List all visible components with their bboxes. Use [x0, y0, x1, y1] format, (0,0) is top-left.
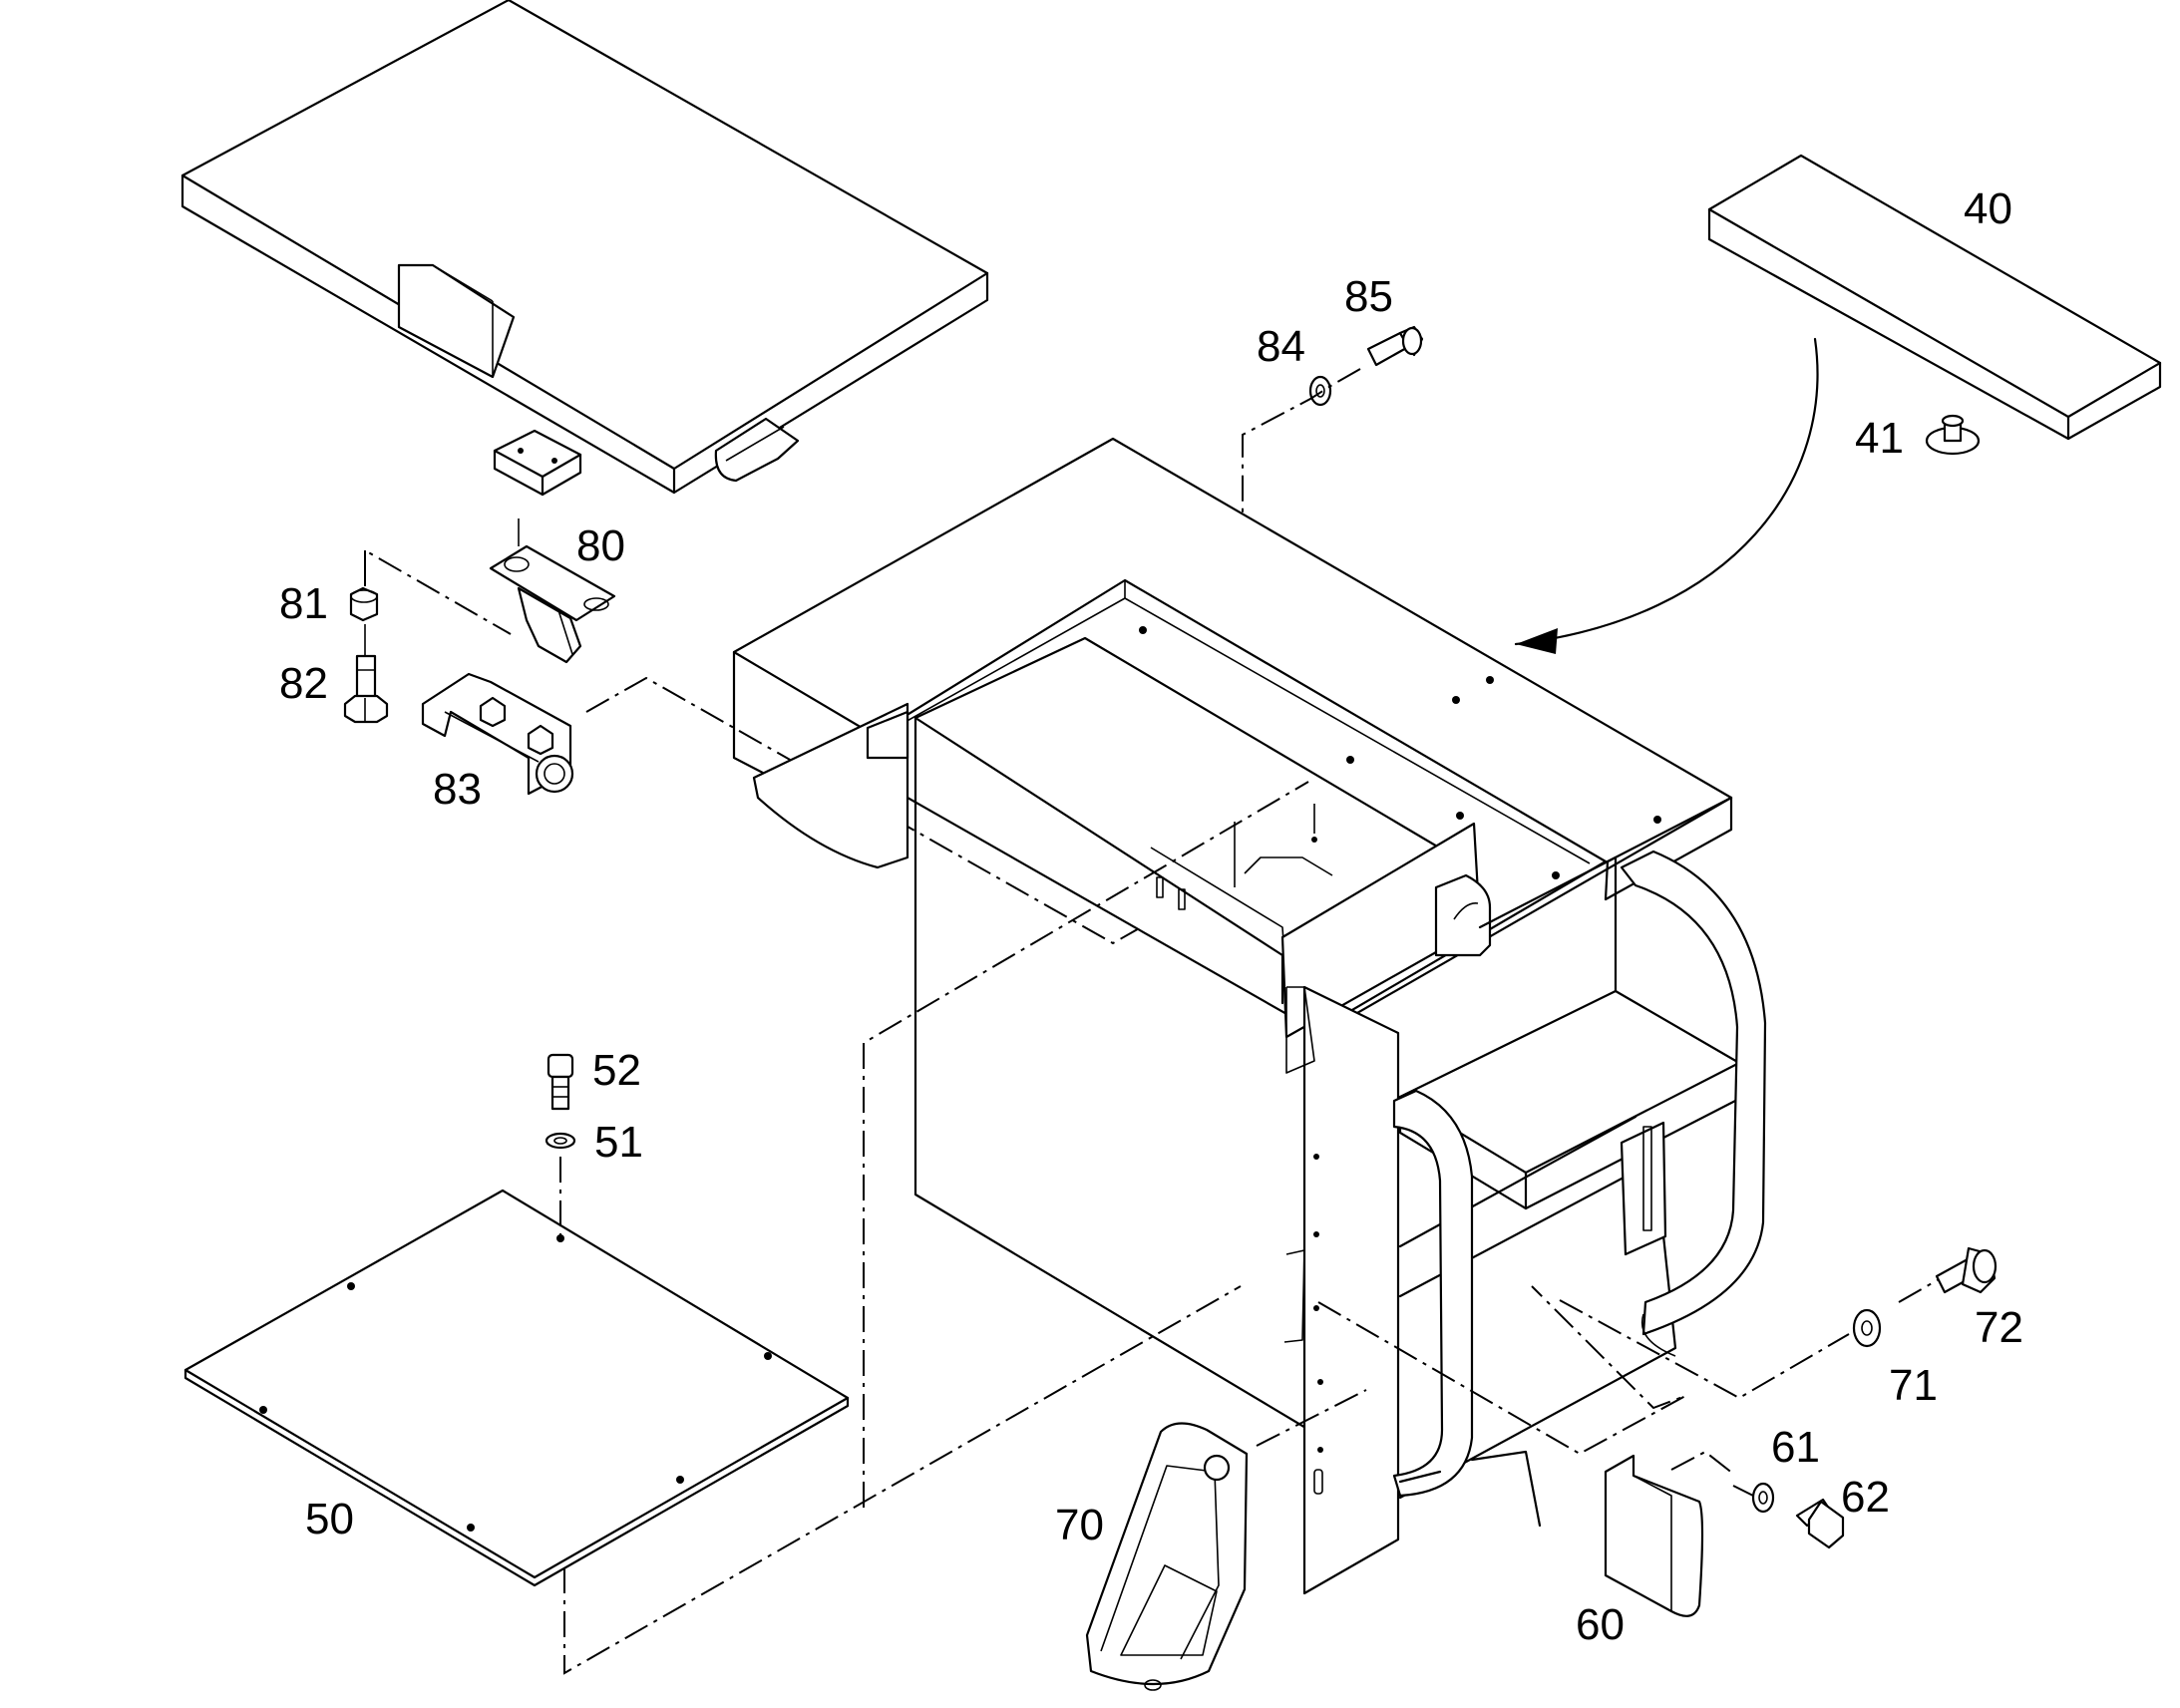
callout-71: 71: [1889, 1361, 1938, 1410]
bolt-62: [1795, 1498, 1845, 1549]
fastener-41: [1925, 414, 1981, 456]
seat-cushion-40: [1707, 154, 2162, 441]
step-bracket-70: [1085, 1422, 1249, 1691]
callout-72: 72: [1975, 1303, 2023, 1352]
callout-80: 80: [576, 521, 625, 570]
washer-71: [1852, 1308, 1882, 1348]
callout-84: 84: [1257, 322, 1305, 371]
cover-60: [1604, 1454, 1704, 1617]
centerline-50-bottom: [563, 1285, 1242, 1675]
catch-bracket-80: [489, 518, 616, 664]
callout-81: 81: [279, 579, 328, 628]
callout-60: 60: [1576, 1600, 1625, 1649]
bolt-72: [1935, 1246, 1998, 1294]
callout-85: 85: [1344, 272, 1393, 321]
centerline-60: [1256, 1389, 1367, 1447]
bolt-85: [1366, 325, 1424, 367]
pad-plate-part: [493, 429, 582, 497]
callout-52: 52: [592, 1046, 641, 1095]
bolt-82: [343, 624, 389, 724]
seat-box-body: [732, 437, 1767, 1595]
floor-panel-50: [183, 1189, 850, 1587]
clamp-83: [421, 672, 574, 796]
callout-82: 82: [279, 659, 328, 708]
centerline-80-81: [364, 548, 512, 635]
centerline-72b: [1898, 1277, 1942, 1303]
centerline-60-61: [1670, 1450, 1734, 1475]
callout-83: 83: [433, 765, 482, 814]
centerline-72: [1559, 1299, 1850, 1400]
centerline-71-72: [1317, 1285, 1686, 1456]
callout-40: 40: [1964, 184, 2012, 233]
callout-50: 50: [305, 1495, 354, 1543]
arrow-head: [1516, 628, 1558, 654]
callout-61: 61: [1771, 1423, 1820, 1472]
lid-part: [181, 0, 989, 495]
callout-62: 62: [1841, 1473, 1890, 1522]
washer-51: [545, 1132, 576, 1150]
nut-81: [349, 586, 379, 622]
centerline-50-left: [863, 781, 1309, 1508]
callout-41: 41: [1855, 414, 1904, 463]
washer-84: [1308, 375, 1332, 407]
install-arrow: [1514, 337, 1819, 646]
washer-61: [1751, 1482, 1775, 1514]
callout-51: 51: [594, 1118, 643, 1167]
callout-70: 70: [1055, 1501, 1104, 1549]
screw-52: [546, 1053, 574, 1111]
